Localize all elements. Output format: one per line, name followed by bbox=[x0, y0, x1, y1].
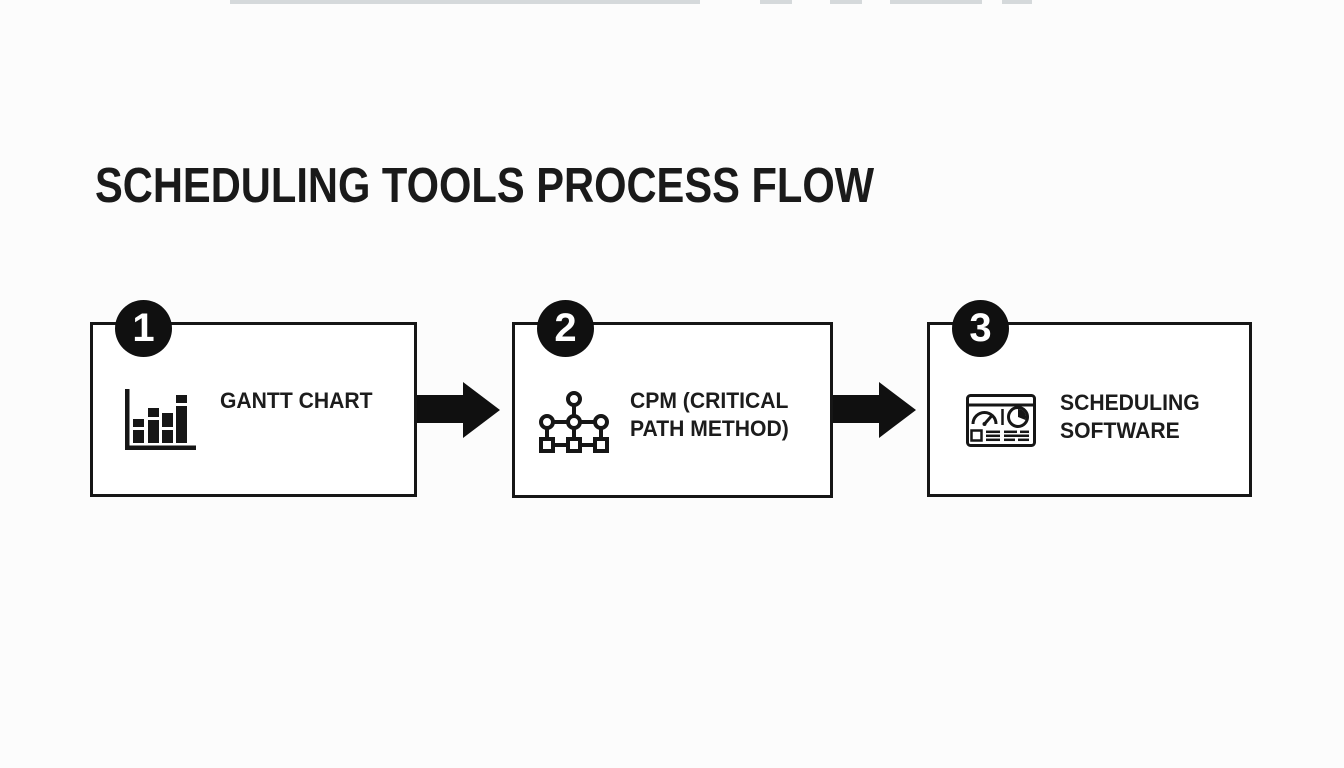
step-number: 1 bbox=[132, 306, 155, 350]
artifact-dash bbox=[890, 0, 982, 4]
step-number: 3 bbox=[969, 306, 992, 350]
arrow-right-icon bbox=[417, 382, 500, 438]
step-number-badge: 2 bbox=[537, 300, 594, 357]
step-label: CPM (CRITICAL PATH METHOD) bbox=[630, 387, 789, 443]
step-box-scheduling-software: 3 bbox=[927, 300, 1252, 497]
arrow-right-icon bbox=[833, 382, 916, 438]
step-label: GANTT CHART bbox=[220, 387, 373, 415]
artifact-dash bbox=[230, 0, 700, 4]
step-number-badge: 3 bbox=[952, 300, 1009, 357]
cpm-network-icon bbox=[534, 391, 614, 458]
artifact-dash bbox=[830, 0, 862, 4]
step-label-line: PATH METHOD) bbox=[630, 416, 789, 441]
step-number: 2 bbox=[554, 306, 577, 350]
step-label: SCHEDULING SOFTWARE bbox=[1060, 389, 1200, 445]
artifact-dash bbox=[1002, 0, 1032, 4]
step-box-cpm: 2 bbox=[512, 300, 833, 498]
top-edge-artifact bbox=[230, 0, 1040, 4]
step-box-gantt-chart: 1 GANTT CHART bbox=[90, 300, 417, 497]
step-number-badge: 1 bbox=[115, 300, 172, 357]
step-label-line: SOFTWARE bbox=[1060, 418, 1180, 443]
page-title: SCHEDULING TOOLS PROCESS FLOW bbox=[95, 159, 875, 213]
step-label-line: SCHEDULING bbox=[1060, 390, 1200, 415]
step-label-line: CPM (CRITICAL bbox=[630, 388, 789, 413]
gantt-chart-icon bbox=[125, 389, 196, 455]
artifact-dash bbox=[760, 0, 792, 4]
scheduling-software-icon bbox=[966, 394, 1036, 452]
step-label-line: GANTT CHART bbox=[220, 388, 373, 413]
